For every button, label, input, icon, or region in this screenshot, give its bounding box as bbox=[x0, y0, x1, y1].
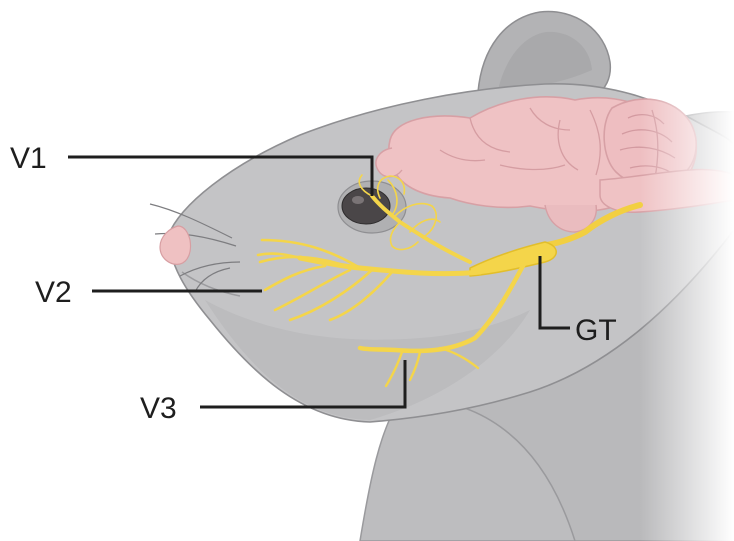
right-fade bbox=[640, 0, 734, 541]
label-v1: V1 bbox=[10, 142, 47, 175]
label-gt: GT bbox=[575, 314, 617, 347]
eye-highlight bbox=[352, 196, 364, 204]
label-v2: V2 bbox=[35, 276, 72, 309]
nose bbox=[160, 226, 191, 264]
label-v3: V3 bbox=[140, 392, 177, 425]
